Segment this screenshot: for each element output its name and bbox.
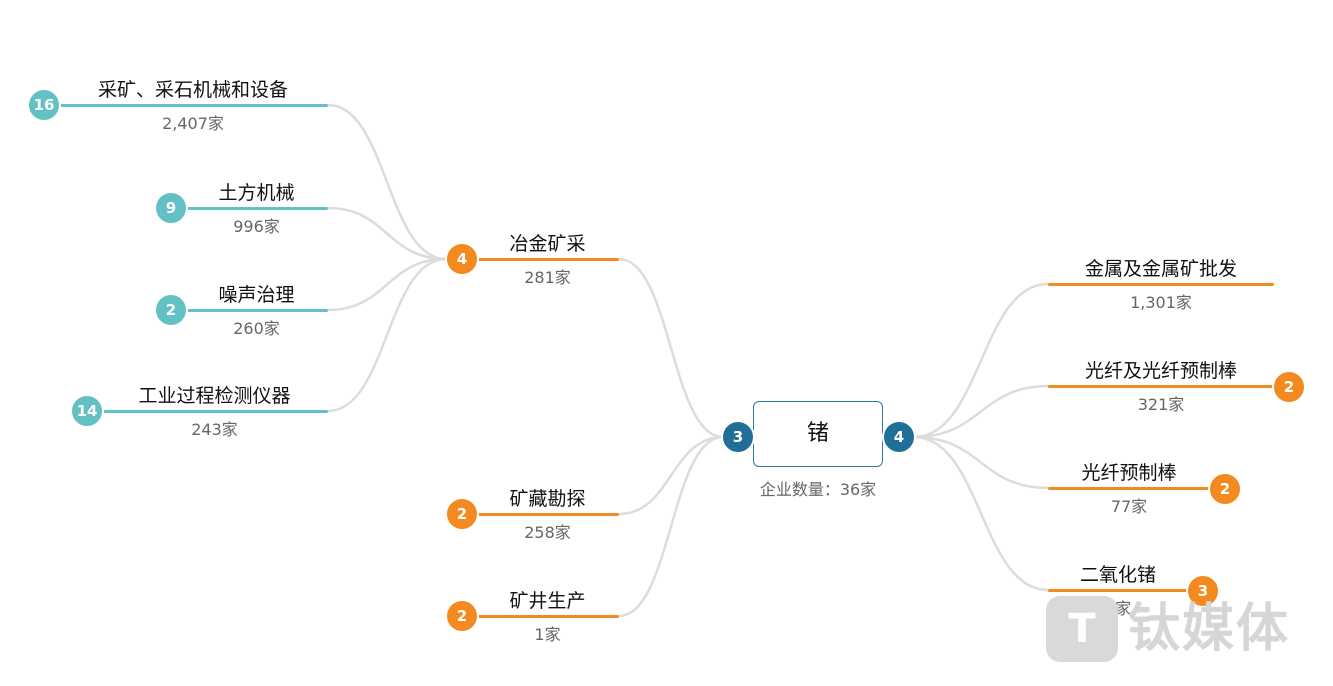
node-count: 2,407家 (162, 114, 224, 133)
badge-count[interactable]: 2 (1272, 370, 1306, 404)
node-count: 321家 (1137, 395, 1185, 414)
node-label: 二氧化锗 (1079, 564, 1156, 586)
node-count: 996家 (233, 217, 280, 236)
connector-line (327, 103, 447, 261)
center-count: 企业数量：36家 (759, 480, 877, 499)
node-underline (1048, 487, 1210, 490)
badge-count[interactable]: 2 (445, 497, 479, 531)
connector-line (913, 435, 1049, 490)
connector-line (618, 257, 724, 439)
node-label: 光纤预制棒 (1081, 462, 1177, 484)
connector-line (618, 435, 724, 618)
connector-line (327, 206, 447, 261)
node-label: 采矿、采石机械和设备 (97, 79, 288, 101)
center-right-badge[interactable]: 4 (882, 420, 916, 454)
node-optical-fiber-preform-a[interactable]: 光纤及光纤预制棒 321家 (1048, 357, 1274, 417)
node-earthmoving-machinery[interactable]: 土方机械 996家 (185, 179, 328, 239)
node-label: 工业过程检测仪器 (138, 385, 291, 407)
center-left-badge[interactable]: 3 (721, 420, 755, 454)
node-underline (185, 309, 328, 312)
badge-count[interactable]: 16 (27, 88, 61, 122)
connector-line (913, 282, 1049, 439)
connector-line (327, 257, 447, 312)
node-label: 光纤及光纤预制棒 (1084, 360, 1237, 382)
node-count: 243家 (191, 420, 238, 439)
node-count: 260家 (233, 319, 280, 338)
connector-line (913, 384, 1049, 439)
badge-count[interactable]: 3 (1186, 574, 1220, 608)
connector-line (327, 257, 447, 413)
node-count: 1,301家 (1130, 293, 1192, 312)
node-count: 258家 (524, 523, 571, 542)
node-process-instruments[interactable]: 工业过程检测仪器 243家 (101, 382, 328, 442)
node-metallurgical-mining[interactable]: 冶金矿采 281家 (476, 230, 619, 290)
node-noise-control[interactable]: 噪声治理 260家 (185, 281, 328, 341)
connector-line (913, 435, 1049, 592)
badge-count[interactable]: 4 (445, 242, 479, 276)
watermark-logo-icon: T (1046, 596, 1118, 662)
node-optical-fiber-preform-b[interactable]: 光纤预制棒 77家 (1048, 459, 1210, 519)
badge-count[interactable]: 9 (154, 191, 188, 225)
node-underline (185, 207, 328, 210)
badge-count[interactable]: 2 (154, 293, 188, 327)
node-underline (1048, 283, 1274, 286)
node-underline (101, 410, 328, 413)
watermark-text: 钛媒体 (1128, 599, 1291, 659)
node-underline (476, 615, 619, 618)
node-label: 土方机械 (218, 182, 295, 204)
node-label: 金属及金属矿批发 (1084, 258, 1237, 280)
node-count: 281家 (524, 268, 571, 287)
node-mining-quarrying-equipment[interactable]: 采矿、采石机械和设备 2,407家 (58, 76, 328, 136)
node-underline (1048, 589, 1188, 592)
badge-count[interactable]: 2 (1208, 472, 1242, 506)
node-mineral-exploration[interactable]: 矿藏勘探 258家 (476, 485, 619, 545)
node-underline (1048, 385, 1274, 388)
badge-count[interactable]: 2 (445, 599, 479, 633)
node-label: 矿藏勘探 (509, 488, 586, 510)
node-underline (476, 258, 619, 261)
node-count: 77家 (1110, 497, 1148, 516)
center-node[interactable]: 锗 (753, 401, 883, 467)
badge-count[interactable]: 14 (70, 394, 104, 428)
node-mine-production[interactable]: 矿井生产 1家 (476, 587, 619, 647)
watermark: T 钛媒体 (1046, 596, 1316, 664)
node-label: 矿井生产 (509, 590, 586, 612)
node-label: 冶金矿采 (509, 233, 586, 255)
node-metal-ore-wholesale[interactable]: 金属及金属矿批发 1,301家 (1048, 255, 1274, 315)
node-label: 噪声治理 (218, 284, 295, 306)
node-underline (58, 104, 328, 107)
node-underline (476, 513, 619, 516)
connector-line (618, 435, 724, 516)
node-count: 1家 (534, 625, 561, 644)
